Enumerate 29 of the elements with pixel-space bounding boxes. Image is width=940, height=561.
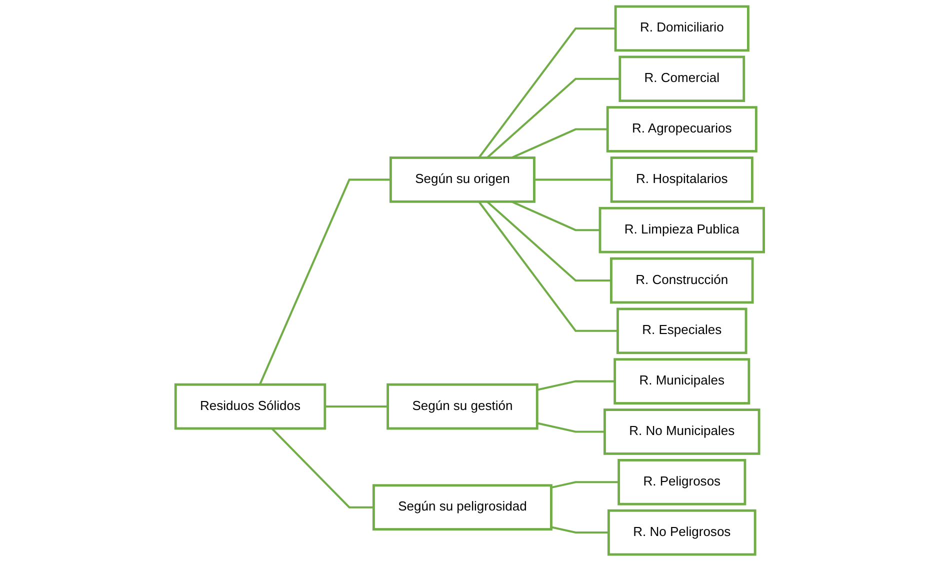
connector bbox=[537, 422, 606, 433]
connector bbox=[486, 78, 620, 158]
node-box: R. Hospitalarios bbox=[610, 156, 754, 203]
node-box: Según su gestión bbox=[386, 383, 539, 430]
node-box: R. No Municipales bbox=[604, 408, 761, 455]
connector bbox=[271, 428, 374, 508]
node-box: Residuos Sólidos bbox=[174, 383, 326, 430]
node-box: Según su origen bbox=[390, 156, 536, 203]
connector bbox=[534, 178, 612, 181]
connector bbox=[551, 481, 620, 489]
node-box: R. Construcción bbox=[610, 257, 754, 304]
node-box: R. Especiales bbox=[616, 308, 748, 354]
connector bbox=[478, 27, 616, 158]
connector bbox=[486, 200, 612, 282]
node-box: R. Domiciliario bbox=[614, 5, 750, 52]
node-box: Según su peligrosidad bbox=[372, 484, 553, 530]
node-box: R. Municipales bbox=[614, 358, 750, 404]
node-box: R. Limpieza Publica bbox=[599, 206, 766, 254]
node-box: R. Agropecuarios bbox=[606, 106, 758, 152]
connector bbox=[259, 178, 391, 385]
connector bbox=[478, 201, 618, 332]
node-box: R. No Peligrosos bbox=[608, 509, 757, 556]
connector bbox=[537, 380, 616, 391]
connector bbox=[512, 200, 600, 232]
connector bbox=[325, 406, 388, 408]
node-box: R. Comercial bbox=[619, 56, 746, 102]
connector bbox=[512, 128, 608, 159]
connector bbox=[551, 526, 609, 534]
node-box: R. Peligrosos bbox=[618, 458, 746, 506]
